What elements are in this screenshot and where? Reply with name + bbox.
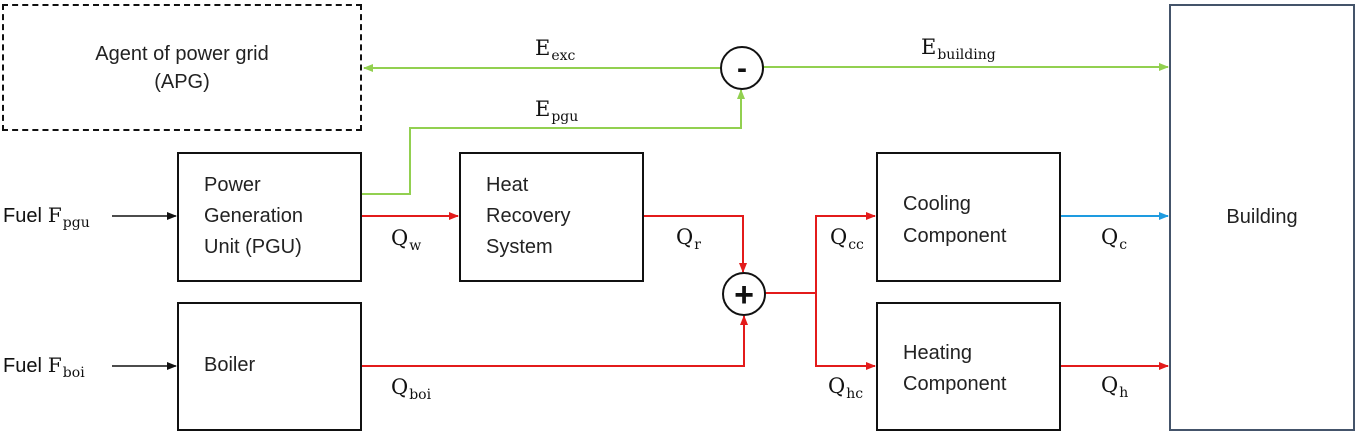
fuel-pgu-sub: pgu [62,215,90,231]
cooling-label-line1: Cooling [903,193,971,215]
cooling-block: Cooling Component [876,152,1061,282]
q-hc-line [815,293,876,370]
q-c-label: Qc [1101,225,1128,253]
fuel-boi-sub: boi [62,365,85,381]
apg-label-line2: (APG) [154,70,210,93]
fuel-boi-var: F [47,353,62,377]
pgu-label-line1: Power [204,174,261,196]
q-boi-label: Qboi [391,375,432,403]
hrs-label-line2: Recovery [486,205,571,227]
building-block: Building [1169,4,1355,431]
hrs-label-line3: System [486,236,553,258]
minus-operator-sign: - [737,52,747,85]
cooling-label-line2: Component [903,225,1007,247]
heating-label-line1: Heating [903,342,972,364]
q-boi-line [362,315,748,367]
pgu-label-line3: Unit (PGU) [204,236,302,258]
plus-operator-sign: + [734,276,754,314]
building-label: Building [1226,206,1298,228]
apg-block: Agent of power grid (APG) [2,4,362,131]
q-w-label: Qw [391,226,422,254]
e-pgu-label: Epgu [535,97,579,125]
e-pgu-line [362,89,745,195]
hrs-label-line1: Heat [486,174,529,196]
e-exc-label: Eexc [535,36,576,64]
apg-label-line1: Agent of power grid [95,42,269,65]
boiler-block: Boiler [177,302,362,431]
q-r-label: Qr [676,225,701,253]
e-building-label: Ebuilding [921,35,996,63]
minus-operator [720,46,764,90]
q-h-label: Qh [1101,373,1129,401]
pgu-block: Power Generation Unit (PGU) [177,152,362,282]
heating-block: Heating Component [876,302,1061,431]
q-hc-label: Qhc [828,374,864,402]
q-r-line [644,215,747,273]
q-cc-line [815,212,876,293]
q-cc-label: Qcc [830,225,864,253]
plus-operator [722,272,766,316]
boiler-label: Boiler [204,354,256,376]
fuel-boi-prefix: Fuel [3,355,42,377]
heating-label-line2: Component [903,373,1007,395]
pgu-label-line2: Generation [204,205,303,227]
fuel-pgu-prefix: Fuel [3,205,42,227]
heat-recovery-block: Heat Recovery System [459,152,644,282]
fuel-pgu-var: F [47,203,62,227]
